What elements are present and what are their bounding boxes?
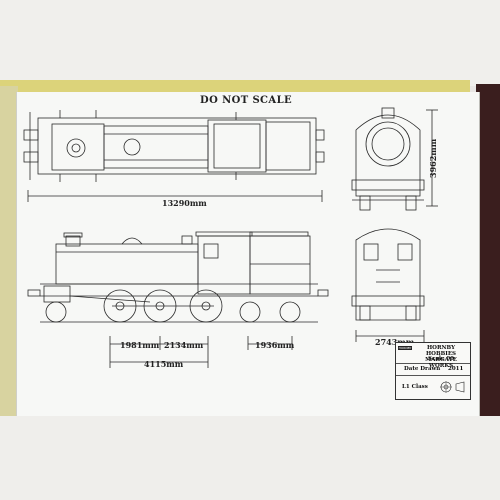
- plan-view: [23, 110, 325, 182]
- dimension-width: 2743mm: [375, 337, 414, 347]
- rear-view: [351, 228, 425, 321]
- model-label: L1 Class: [402, 384, 428, 390]
- company-line-2: MARGATE WORKS: [425, 357, 457, 369]
- hornby-logo: HORNBY: [398, 346, 412, 350]
- title-block-header: HORNBY HORNBY HOBBIES MARGATE WORKS Scal…: [396, 343, 470, 369]
- frame-edge-left: [0, 86, 18, 418]
- dimension-trailing: 1936mm: [255, 340, 295, 350]
- background-top: [0, 0, 500, 86]
- date-label: Date Drawn: [404, 366, 441, 372]
- front-view: [351, 107, 425, 211]
- title-block-model-row: L1 Class: [396, 375, 470, 399]
- company-line-1: HORNBY HOBBIES: [425, 345, 457, 357]
- title-block-date-row: Date Drawn 2011: [396, 363, 470, 376]
- side-elevation: [27, 231, 329, 323]
- dimension-wheelbase-total: 4115mm: [144, 359, 184, 369]
- dimension-overall-length: 13290mm: [162, 198, 207, 208]
- dimension-wheelbase-a: 1981mm: [120, 340, 160, 350]
- drawing-scale: Scale 00: [427, 356, 455, 362]
- frame-edge-right: [476, 84, 500, 420]
- date-value: 2011: [448, 366, 464, 372]
- frame-edge-yellow: [0, 80, 470, 94]
- background-bottom: [0, 416, 500, 500]
- drawing-heading: DO NOT SCALE: [200, 95, 293, 106]
- company-name: HORNBY HOBBIES MARGATE WORKS: [412, 345, 470, 369]
- projection-symbol-icon: [440, 381, 465, 393]
- title-block: HORNBY HORNBY HOBBIES MARGATE WORKS Scal…: [395, 342, 471, 400]
- dimension-wheelbase-b: 2134mm: [164, 340, 204, 350]
- dimension-height: 3962mm: [428, 138, 438, 178]
